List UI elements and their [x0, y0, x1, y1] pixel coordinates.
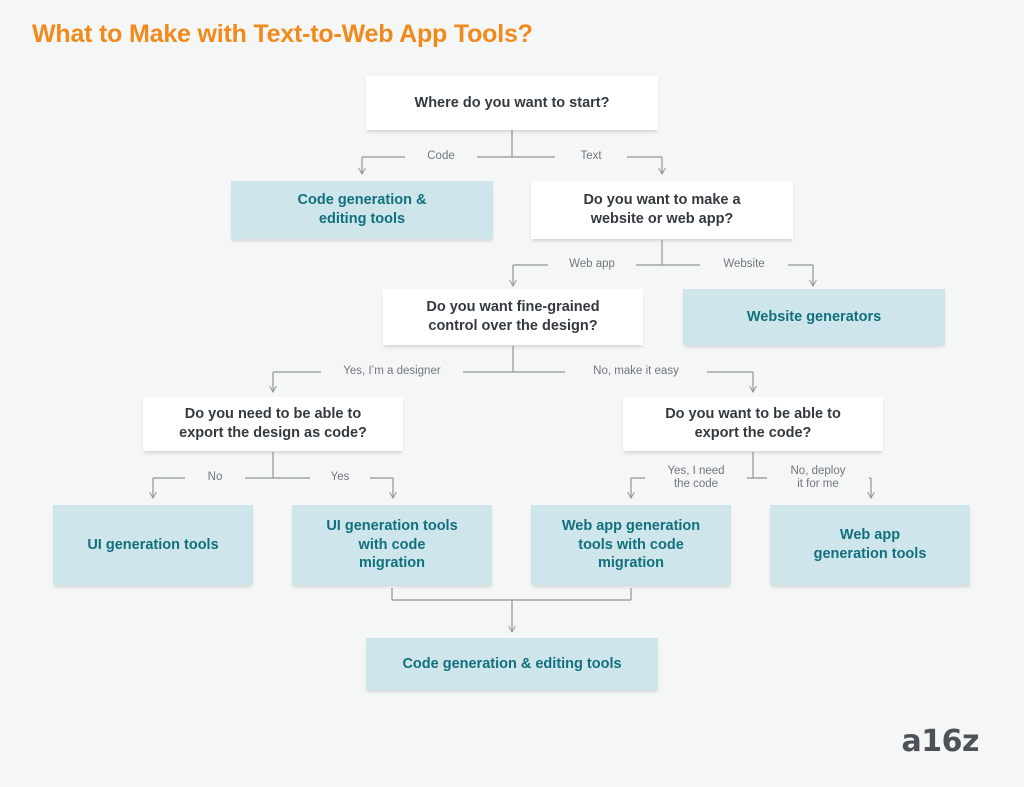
node-website-generators-label: Website generators: [746, 308, 882, 325]
node-web-app-generation-tools-label: Web app generation tools: [813, 527, 927, 562]
node-export-design-as-code[interactable]: Do you need to be able to export the des…: [143, 397, 403, 451]
edge-label-no: No: [185, 471, 245, 485]
node-start[interactable]: Where do you want to start?: [366, 76, 658, 130]
node-website-or-web-app[interactable]: Do you want to make a website or web app…: [531, 181, 793, 239]
edge-label-website: Website: [700, 258, 788, 272]
page-title: What to Make with Text-to-Web App Tools?: [32, 20, 533, 48]
node-export-the-code-label: Do you want to be able to export the cod…: [665, 406, 841, 441]
edge-label-yes: Yes: [310, 471, 370, 485]
node-web-app-generation-tools[interactable]: Web app generation tools: [770, 505, 970, 585]
node-website-or-web-app-label: Do you want to make a website or web app…: [583, 192, 741, 227]
node-web-app-generation-tools-with-code-migration-label: Web app generation tools with code migra…: [561, 517, 701, 572]
node-export-the-code[interactable]: Do you want to be able to export the cod…: [623, 397, 883, 451]
node-ui-generation-tools-with-code-migration[interactable]: UI generation tools with code migration: [292, 505, 492, 585]
edge-label-yes-i-need-the-code: Yes, I need the code: [645, 465, 747, 492]
node-website-generators[interactable]: Website generators: [683, 289, 945, 345]
edge-label-text: Text: [555, 150, 627, 164]
node-code-generation-editing-tools-top-label: Code generation & editing tools: [297, 192, 427, 227]
node-export-design-as-code-label: Do you need to be able to export the des…: [179, 406, 367, 441]
edge-label-web-app: Web app: [548, 258, 636, 272]
node-ui-generation-tools[interactable]: UI generation tools: [53, 505, 253, 585]
node-code-generation-editing-tools-bottom[interactable]: Code generation & editing tools: [366, 638, 658, 690]
edge-label-code: Code: [405, 150, 477, 164]
a16z-logo: a16z: [901, 724, 980, 759]
node-fine-grained-control[interactable]: Do you want fine-grained control over th…: [383, 289, 643, 345]
node-code-generation-editing-tools-top[interactable]: Code generation & editing tools: [231, 181, 493, 239]
node-fine-grained-control-label: Do you want fine-grained control over th…: [426, 299, 600, 334]
node-code-generation-editing-tools-bottom-label: Code generation & editing tools: [402, 655, 622, 672]
node-start-label: Where do you want to start?: [414, 94, 610, 111]
node-ui-generation-tools-with-code-migration-label: UI generation tools with code migration: [326, 517, 458, 572]
edge-label-yes-im-a-designer: Yes, I’m a designer: [321, 365, 463, 379]
node-web-app-generation-tools-with-code-migration[interactable]: Web app generation tools with code migra…: [531, 505, 731, 585]
node-ui-generation-tools-label: UI generation tools: [87, 536, 219, 553]
edge-label-no-make-it-easy: No, make it easy: [565, 365, 707, 379]
edge-label-no-deploy-it-for-me: No, deploy it for me: [767, 465, 869, 492]
